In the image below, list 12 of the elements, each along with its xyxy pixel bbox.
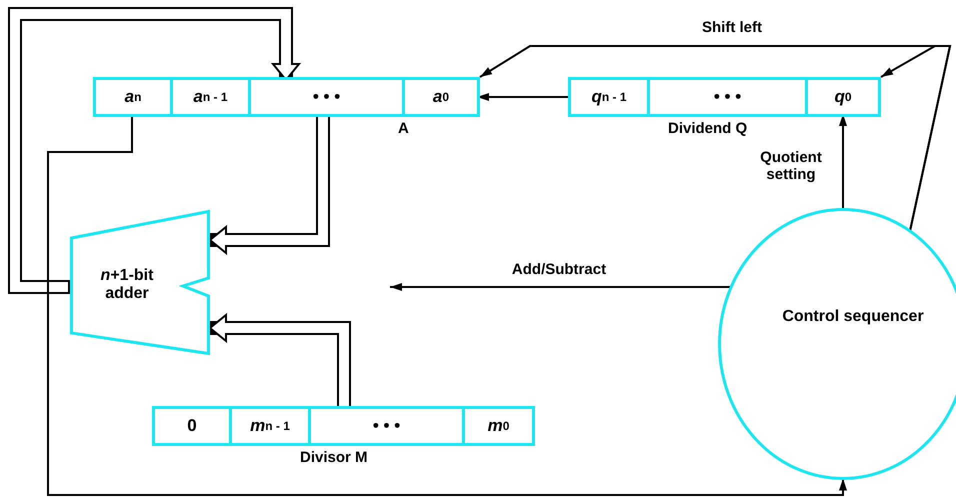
- register-cell: • • •: [650, 80, 808, 114]
- register-cell: • • •: [251, 80, 405, 114]
- sequencer-label: Control sequencer: [781, 308, 925, 326]
- register-name: Divisor M: [300, 449, 368, 466]
- adder-label: n+1-bit adder: [100, 267, 154, 302]
- register: [93, 77, 480, 117]
- register-cell: • • •: [311, 409, 465, 443]
- register-name: A: [398, 120, 409, 137]
- register: [568, 77, 881, 117]
- register: [152, 406, 535, 446]
- register-cell: 0: [155, 409, 232, 443]
- register-name: Dividend Q: [668, 120, 748, 137]
